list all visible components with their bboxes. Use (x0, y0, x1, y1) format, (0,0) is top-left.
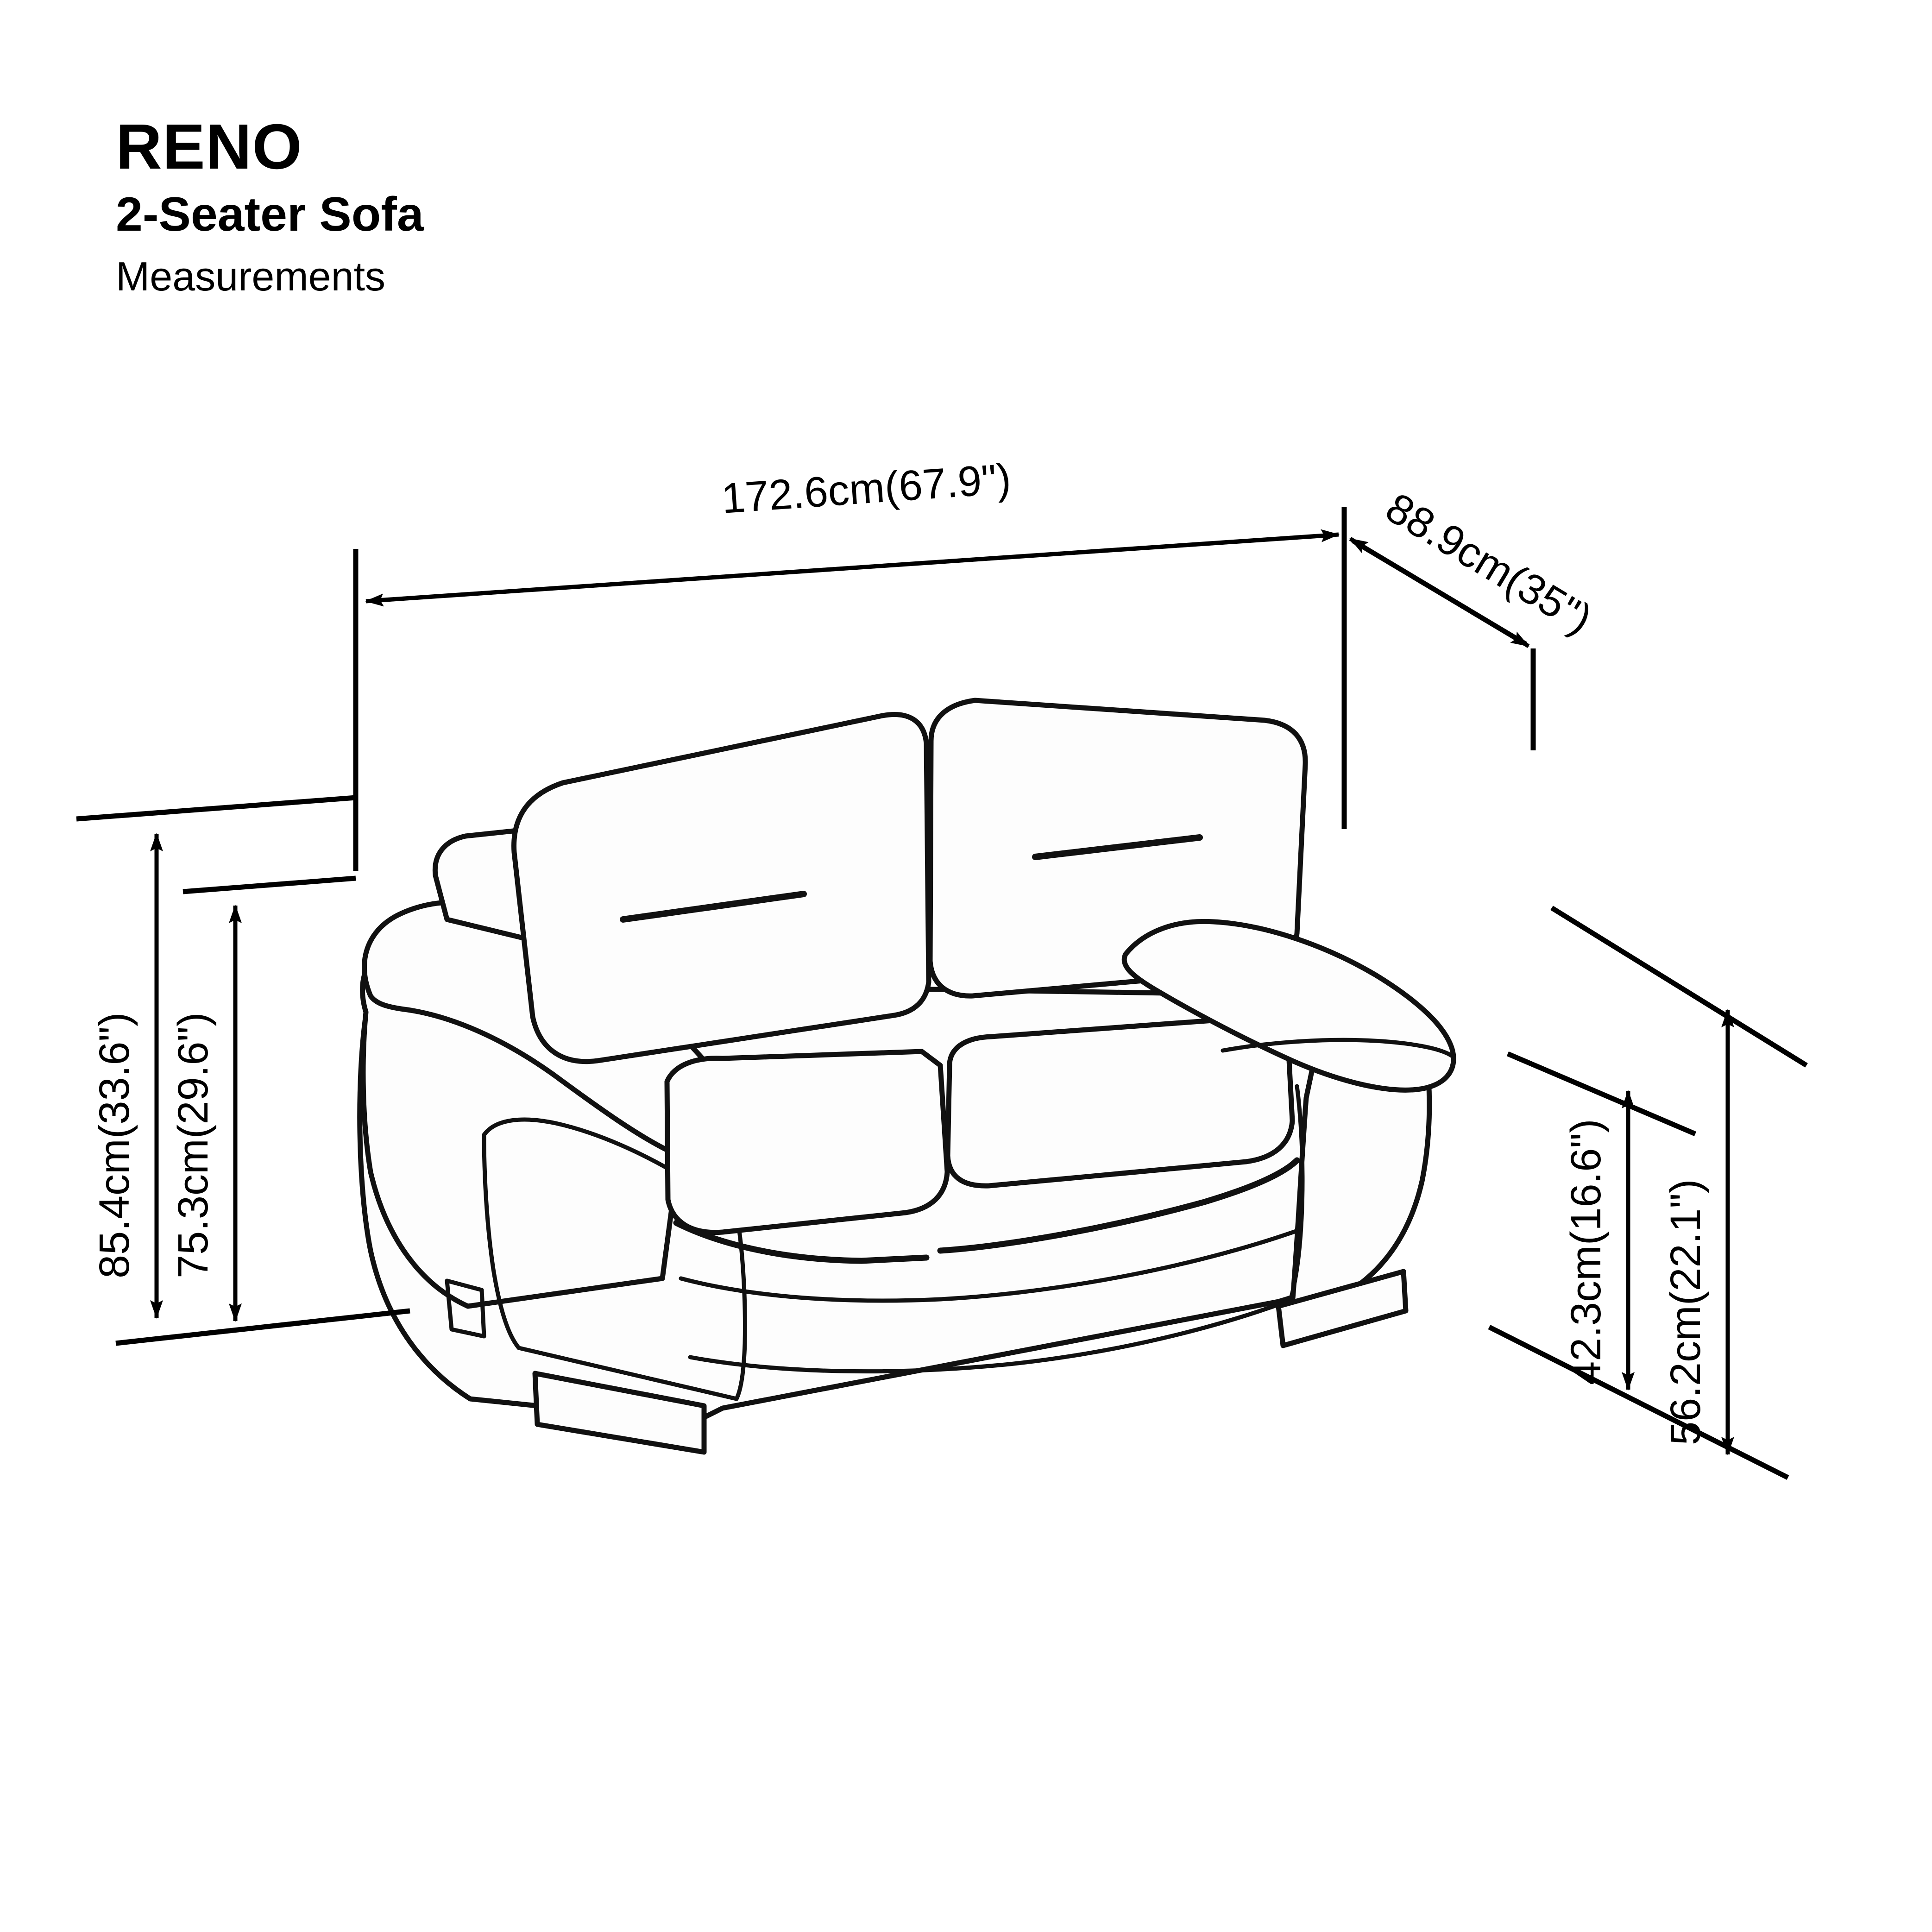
sofa-arm-right-inner (1288, 1084, 1305, 1304)
sofa-front-band-lower (688, 1269, 1359, 1374)
sofa-seat-cushion-right (945, 1016, 1295, 1189)
dimension-width-label: 172.6cm(67.9") (720, 455, 1012, 522)
ext-line-height-top-outer (76, 795, 356, 822)
sofa-arm-right-pad-crease (1221, 1038, 1454, 1058)
dimension-arm-height: 56.2cm(22.1") (1550, 906, 1808, 1455)
ext-line-armheight-top (1550, 906, 1808, 1068)
dimension-overall-height: 85.4cm(33.6") (76, 795, 410, 1346)
sofa-front-band (679, 1225, 1309, 1303)
sofa-arm-left-inner-bottom (516, 1346, 739, 1401)
sofa-arm-left-inner-face (734, 1225, 747, 1401)
sofa-foot-front-left (532, 1371, 707, 1455)
dimension-arm-height-label: 56.2cm(22.1") (1662, 1179, 1709, 1445)
sofa-foot-front-right (1276, 1269, 1409, 1348)
title-block: RENO 2-Seater Sofa Measurements (116, 115, 950, 300)
sofa-arm-left-inner-lip-lower (482, 1133, 521, 1350)
ext-line-backheight-top (183, 875, 356, 894)
sofa-back-cushion-left (511, 712, 931, 1064)
sofa-seat-front-piping (673, 1220, 930, 1264)
sofa-seat-front-piping-right (937, 1157, 1300, 1254)
dim-line-width-b (370, 529, 1340, 603)
dimension-seat-height-label: 42.3cm(16.6") (1562, 1119, 1610, 1385)
dimension-seat-height: 42.3cm(16.6") (1488, 1051, 1789, 1480)
dimension-depth: 88.9cm(35") (1349, 484, 1600, 750)
sofa-arm-right-pad (1121, 919, 1456, 1093)
sofa-illustration (357, 698, 1456, 1455)
ext-line-seatheight-bottom (1488, 1325, 1789, 1480)
sofa-back-seam-tick-left (620, 891, 807, 923)
dim-line-depth-b (1351, 539, 1530, 648)
sofa-foot-back-left (445, 1278, 486, 1339)
dimension-back-height: 75.3cm(29.6") (170, 875, 356, 1322)
sofa-back-seam-tick-right (1032, 834, 1203, 860)
page-title: RENO (116, 111, 302, 183)
ext-line-height-bottom (115, 1308, 410, 1346)
section-label: Measurements (116, 253, 386, 299)
dimension-back-height-label: 75.3cm(29.6") (170, 1012, 217, 1278)
sofa-seat-cushion-left (664, 1049, 950, 1235)
product-type-label: 2-Seater Sofa (116, 188, 424, 241)
dimension-overall-height-label: 85.4cm(33.6") (91, 1012, 138, 1278)
ext-line-seatheight-top (1506, 1051, 1697, 1137)
